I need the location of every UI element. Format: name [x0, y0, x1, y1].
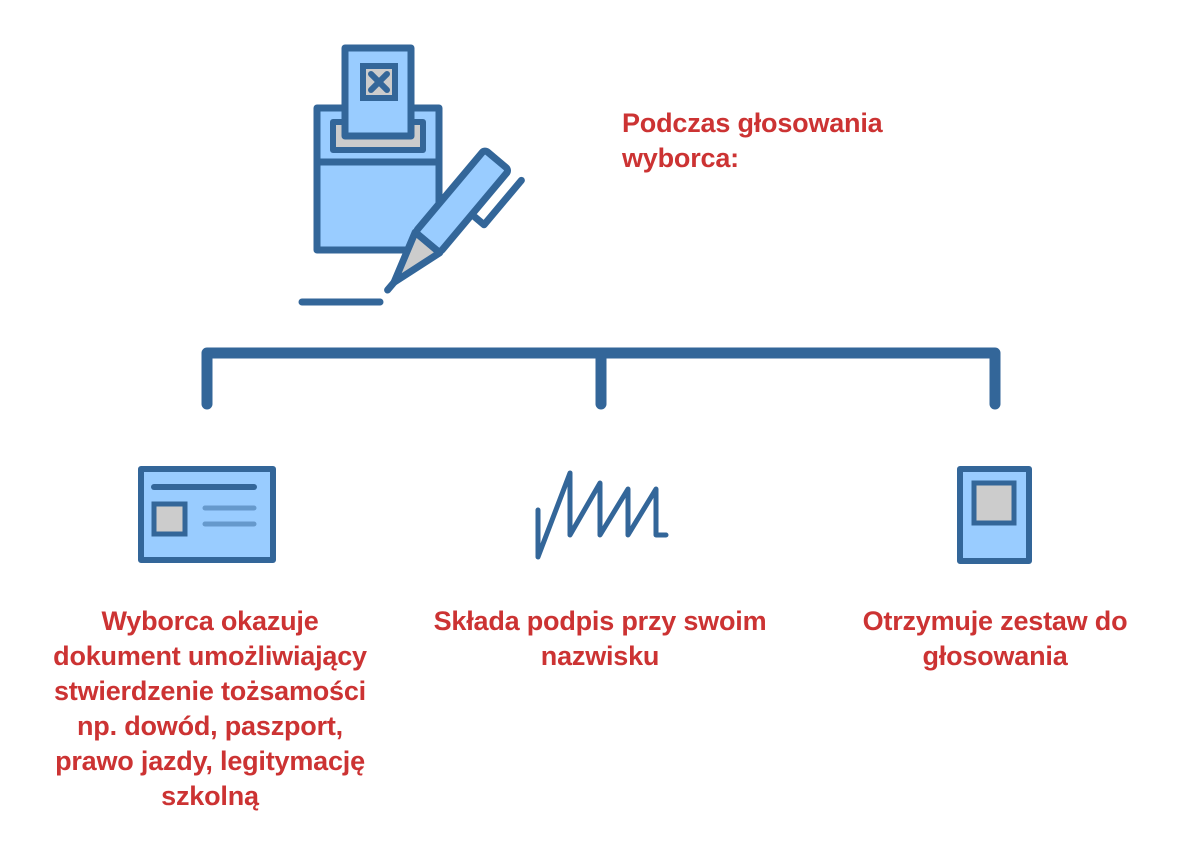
header-title: Podczas głosowania wyborca: — [622, 108, 883, 173]
step-label-signature: Składa podpis przy swoim nazwisku — [433, 606, 767, 671]
step-label-id-document: Wyborca okazuje dokument umożliwiający s… — [53, 606, 367, 811]
step-label-ballot-set: Otrzymuje zestaw do głosowania — [862, 606, 1128, 671]
ballot-card-icon — [957, 466, 1032, 564]
id-card-icon — [138, 466, 276, 563]
ballot-box-icon — [298, 44, 525, 306]
signature-icon — [535, 470, 669, 560]
